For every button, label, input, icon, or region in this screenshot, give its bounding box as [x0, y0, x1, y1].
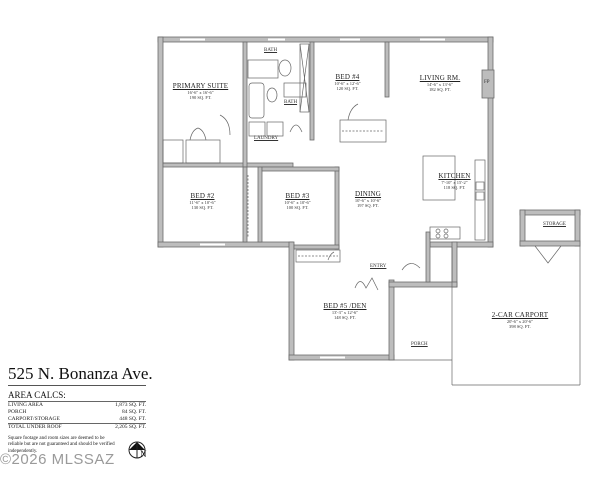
- west-wall: [157, 36, 164, 248]
- property-address: 525 N. Bonanza Ave.: [8, 364, 153, 383]
- calc-label: LIVING AREA: [8, 402, 43, 408]
- room-area: 398 SQ. FT.: [509, 324, 531, 330]
- calc-row-porch: PORCH 84 SQ. FT.: [8, 409, 146, 415]
- room-bed-3: BED #3 10'-6" x 10'-6" 100 SQ. FT.: [270, 192, 325, 210]
- calc-value: 448 SQ. FT.: [119, 416, 146, 422]
- room-dimensions: 10'-6" x 12'-6": [334, 81, 361, 87]
- room-bed-4: BED #4 10'-6" x 12'-6" 120 SQ. FT.: [320, 73, 375, 91]
- room-bed-2: BED #2 11'-6" x 10'-6" 130 SQ. FT.: [175, 192, 230, 210]
- room-name: BED #5 /DEN: [323, 302, 367, 310]
- room-name: BED #3: [285, 192, 310, 200]
- room-dimensions: 11'-6" x 10'-6": [189, 200, 216, 206]
- room-area: 182 SQ. FT.: [429, 87, 451, 93]
- room-name: BED #4: [335, 73, 360, 81]
- label-porch: PORCH: [411, 342, 428, 347]
- room-area: 190 SQ. FT.: [189, 95, 212, 101]
- room-dimensions: 10'-6" x 10'-6": [354, 198, 382, 204]
- total-divider: [8, 423, 146, 424]
- calc-value: 84 SQ. FT.: [121, 409, 146, 415]
- room-carport: 2-CAR CARPORT 20'-6" x 20'-6" 398 SQ. FT…: [485, 311, 555, 329]
- room-area: 120 SQ. FT.: [336, 86, 359, 92]
- room-dimensions: 13'-3" x 12'-6": [331, 310, 359, 316]
- room-name: BED #2: [190, 192, 215, 200]
- room-dimensions: 7'-10" x 15'-2": [441, 180, 468, 186]
- room-name: KITCHEN: [438, 172, 471, 180]
- address-divider: [8, 385, 146, 386]
- compass-north-letter: N: [140, 449, 147, 459]
- north-arrow-icon: N: [128, 440, 150, 462]
- area-calcs-title: AREA CALCS:: [8, 390, 66, 400]
- room-area: 148 SQ. FT.: [334, 315, 356, 321]
- calc-row-total: TOTAL UNDER ROOF 2,205 SQ. FT.: [8, 424, 146, 430]
- room-dimensions: 20'-6" x 20'-6": [506, 319, 534, 325]
- label-fireplace: FP: [484, 80, 490, 85]
- room-dining: DINING 10'-6" x 10'-6" 197 SQ. FT.: [343, 190, 393, 208]
- room-name: DINING: [354, 190, 382, 198]
- calc-row-living-area: LIVING AREA 1,873 SQ. FT.: [8, 402, 146, 408]
- label-bath-upper: BATH: [264, 48, 278, 53]
- label-entry: ENTRY: [370, 264, 387, 269]
- calcs-divider: [8, 401, 146, 402]
- calc-value: 1,873 SQ. FT.: [115, 402, 146, 408]
- east-wall-upper: [487, 36, 494, 248]
- calc-label: CARPORT/STORAGE: [8, 416, 60, 422]
- calc-label: TOTAL UNDER ROOF: [8, 424, 62, 430]
- label-bath-lower: BATH: [284, 100, 298, 105]
- room-area: 100 SQ. FT.: [286, 205, 309, 211]
- room-dimensions: 16'-6" x 16'-6": [187, 90, 214, 96]
- disclaimer-text: Square footage and room sizes are deemed…: [8, 436, 115, 454]
- copyright-watermark: ©2026 MLSSAZ: [0, 451, 115, 468]
- room-area: 130 SQ. FT.: [191, 205, 214, 211]
- room-dimensions: 14'-6" x 13'-6": [426, 82, 454, 88]
- room-name: LIVING RM.: [419, 74, 461, 82]
- calc-label: PORCH: [8, 409, 27, 415]
- room-kitchen: KITCHEN 7'-10" x 15'-2" 118 SQ. FT.: [432, 172, 477, 190]
- room-name: PRIMARY SUITE: [172, 82, 229, 90]
- room-area: 197 SQ. FT.: [357, 203, 379, 209]
- room-dimensions: 10'-6" x 10'-6": [284, 200, 311, 206]
- calc-value: 2,205 SQ. FT.: [115, 424, 146, 430]
- room-primary-suite: PRIMARY SUITE 16'-6" x 16'-6" 190 SQ. FT…: [168, 82, 233, 100]
- room-area: 118 SQ. FT.: [443, 185, 466, 191]
- south-wall-west: [157, 241, 294, 248]
- room-bed-5-den: BED #5 /DEN 13'-3" x 12'-6" 148 SQ. FT.: [310, 302, 380, 320]
- label-laundry: LAUNDRY: [254, 136, 279, 141]
- calc-row-carport-storage: CARPORT/STORAGE 448 SQ. FT.: [8, 416, 146, 422]
- room-living-rm: LIVING RM. 14'-6" x 13'-6" 182 SQ. FT.: [410, 74, 470, 92]
- room-name: 2-CAR CARPORT: [491, 311, 549, 319]
- label-storage: STORAGE: [543, 222, 566, 227]
- den-west-wall: [288, 241, 295, 361]
